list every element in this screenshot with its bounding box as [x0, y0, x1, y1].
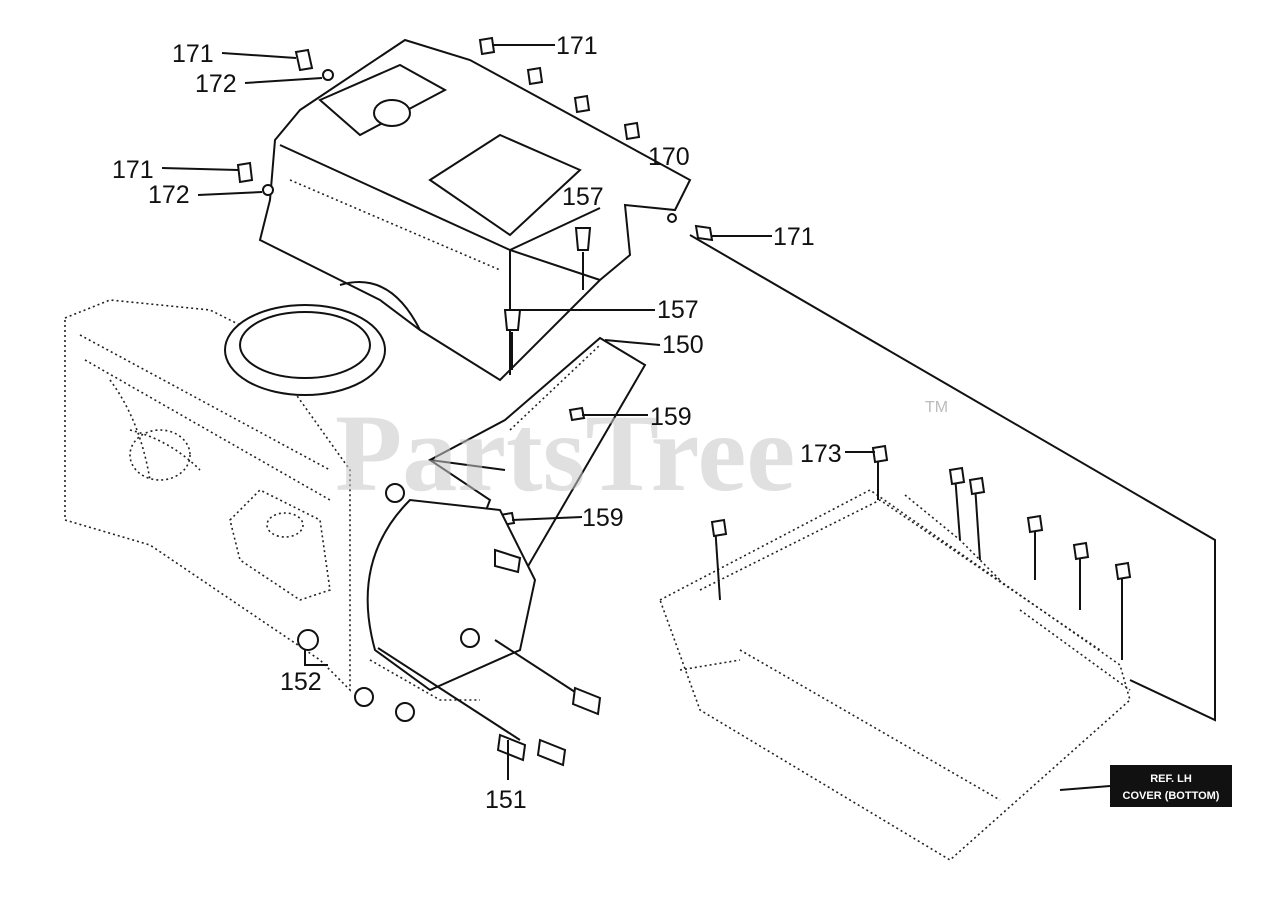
ref-box-line2: COVER (BOTTOM): [1123, 790, 1220, 802]
callout-171: 171: [112, 156, 154, 184]
callout-159: 159: [582, 504, 624, 532]
callout-152: 152: [280, 668, 322, 696]
callout-157: 157: [562, 183, 604, 211]
callout-171: 171: [172, 40, 214, 68]
watermark-trademark: TM: [925, 399, 948, 416]
callout-151: 151: [485, 786, 527, 814]
callout-172: 172: [148, 181, 190, 209]
ref-lh-cover-box: REF. LH COVER (BOTTOM): [1110, 765, 1232, 807]
watermark-text: PartsTree: [335, 392, 795, 514]
callout-171: 171: [556, 32, 598, 60]
callout-173: 173: [800, 440, 842, 468]
side-plate: [297, 483, 602, 767]
ref-box-line1: REF. LH: [1150, 773, 1192, 785]
callout-157: 157: [657, 296, 699, 324]
engine-assembly: [64, 299, 386, 692]
callout-159: 159: [650, 403, 692, 431]
leader-lines: [161, 44, 1111, 791]
callout-171: 171: [773, 223, 815, 251]
cover-screws: [236, 36, 714, 370]
callout-170: 170: [648, 143, 690, 171]
lh-cover-bottom: [659, 234, 1216, 861]
callout-172: 172: [195, 70, 237, 98]
top-cover-170: [258, 38, 692, 382]
callout-150: 150: [662, 331, 704, 359]
